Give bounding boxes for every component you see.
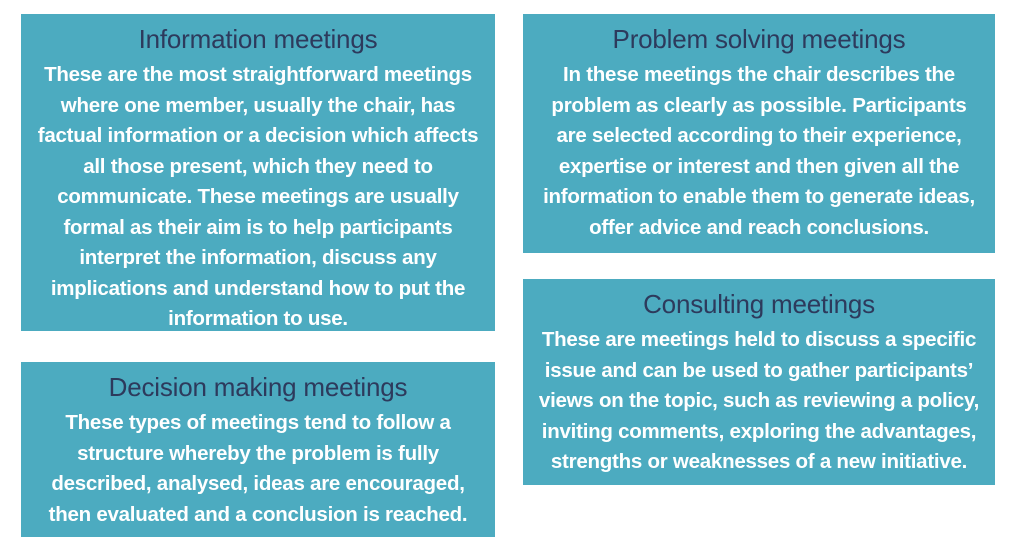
- card-title-consulting-meetings: Consulting meetings: [643, 289, 875, 319]
- card-title-decision-making-meetings: Decision making meetings: [108, 372, 408, 402]
- card-title-information-meetings: Information meetings: [138, 24, 378, 54]
- card-decision-making-meetings: Decision making meetings These types of …: [21, 362, 495, 537]
- card-body-consulting-meetings: These are meetings held to discuss a spe…: [538, 328, 980, 473]
- card-problem-solving-meetings: Problem solving meetings In these meetin…: [523, 14, 995, 253]
- card-consulting-meetings: Consulting meetings These are meetings h…: [523, 279, 995, 485]
- card-body-information-meetings: These are the most straightforward meeti…: [37, 63, 479, 330]
- card-body-problem-solving-meetings: In these meetings the chair describes th…: [543, 63, 975, 239]
- card-information-meetings: Information meetings These are the most …: [21, 14, 495, 331]
- card-body-decision-making-meetings: These types of meetings tend to follow a…: [48, 411, 468, 526]
- card-title-problem-solving-meetings: Problem solving meetings: [612, 24, 906, 54]
